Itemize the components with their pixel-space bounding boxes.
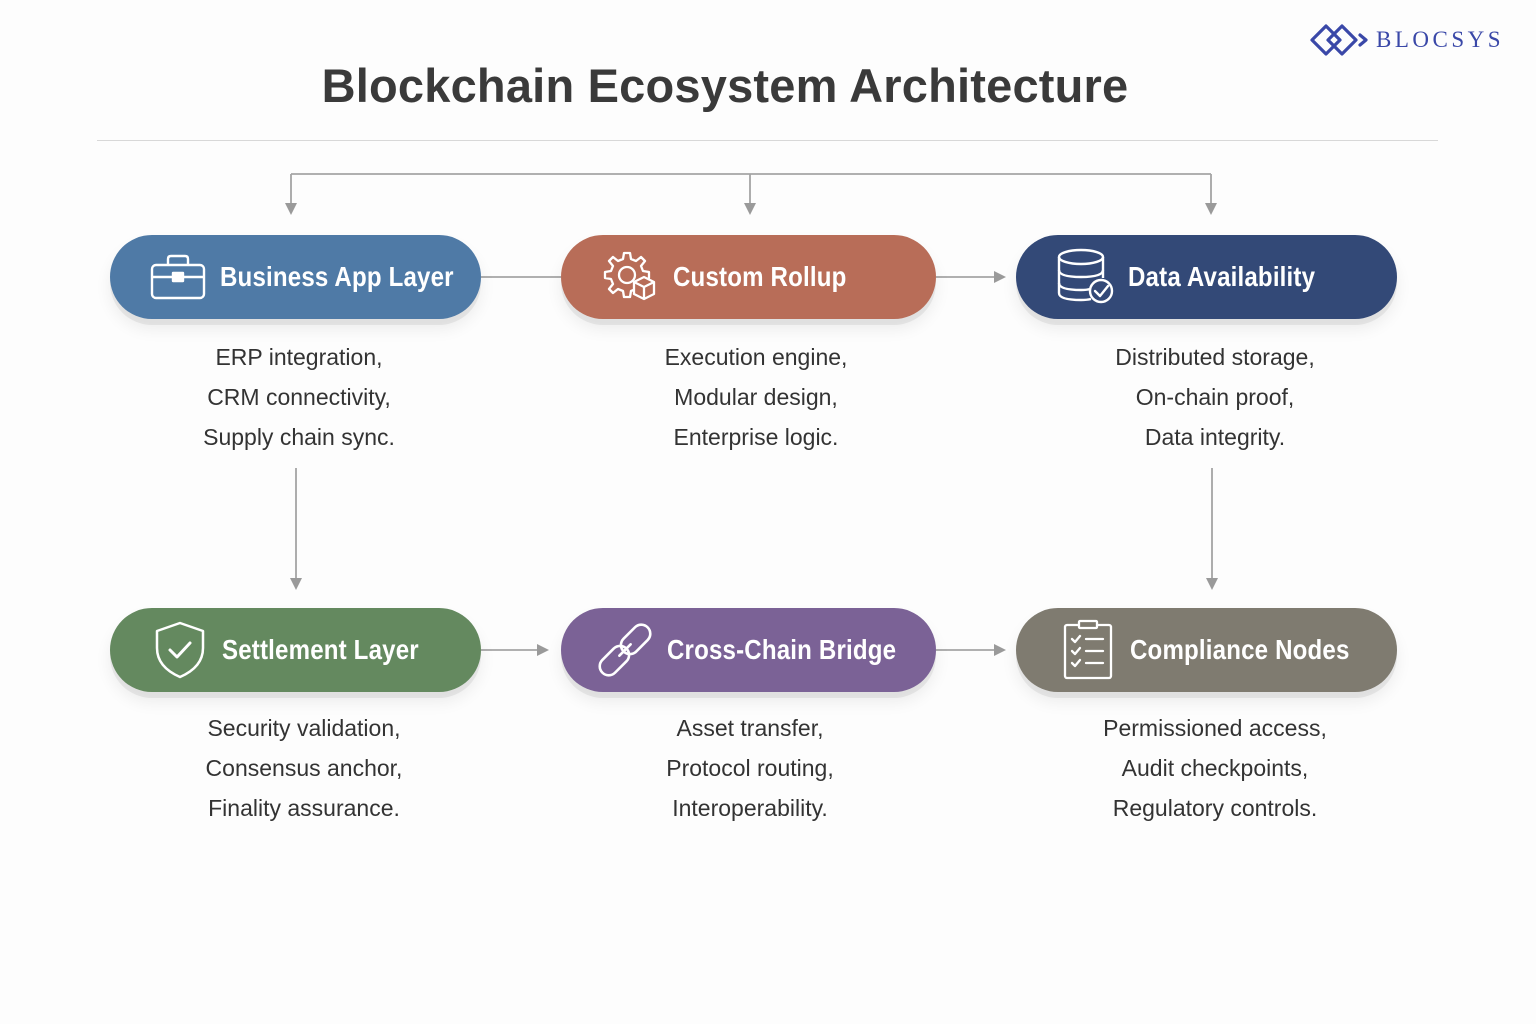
node-label: Data Availability bbox=[1128, 261, 1316, 292]
description-line: Modular design, bbox=[674, 384, 838, 410]
brand-name: BLOCSYS bbox=[1376, 27, 1505, 52]
description-line: Protocol routing, bbox=[666, 755, 834, 781]
node-label: Cross-Chain Bridge bbox=[667, 634, 897, 665]
node-description: ERP integration, CRM connectivity, Suppl… bbox=[109, 337, 489, 457]
description-line: Interoperability. bbox=[672, 795, 828, 821]
chain-link-icon bbox=[593, 618, 657, 682]
node-description: Permissioned access, Audit checkpoints, … bbox=[1025, 708, 1405, 828]
page-title: Blockchain Ecosystem Architecture bbox=[321, 59, 1129, 112]
description-line: Distributed storage, bbox=[1115, 344, 1315, 370]
description-line: Consensus anchor, bbox=[205, 755, 403, 781]
blocsys-logo-icon bbox=[1310, 24, 1368, 56]
node-description: Asset transfer, Protocol routing, Intero… bbox=[560, 708, 940, 828]
node-label: Custom Rollup bbox=[673, 261, 847, 292]
node-description: Execution engine, Modular design, Enterp… bbox=[566, 337, 946, 457]
node-description: Security validation, Consensus anchor, F… bbox=[114, 708, 494, 828]
description-line: ERP integration, bbox=[215, 344, 383, 370]
node-custom-rollup[interactable]: Custom Rollup bbox=[561, 235, 936, 319]
description-line: Regulatory controls. bbox=[1112, 795, 1318, 821]
gear-cube-icon bbox=[599, 245, 663, 309]
description-line: On-chain proof, bbox=[1135, 384, 1295, 410]
description-line: Finality assurance. bbox=[208, 795, 400, 821]
node-label: Business App Layer bbox=[220, 261, 454, 292]
description-line: Data integrity. bbox=[1144, 424, 1286, 450]
description-line: CRM connectivity, bbox=[207, 384, 391, 410]
node-data-availability[interactable]: Data Availability bbox=[1016, 235, 1397, 319]
node-settlement-layer[interactable]: Settlement Layer bbox=[110, 608, 481, 692]
description-line: Permissioned access, bbox=[1103, 715, 1327, 741]
node-description: Distributed storage, On-chain proof, Dat… bbox=[1025, 337, 1405, 457]
node-compliance-nodes[interactable]: Compliance Nodes bbox=[1016, 608, 1397, 692]
node-label: Settlement Layer bbox=[222, 634, 419, 665]
description-line: Supply chain sync. bbox=[203, 424, 395, 450]
description-line: Security validation, bbox=[207, 715, 401, 741]
description-line: Enterprise logic. bbox=[673, 424, 839, 450]
description-line: Asset transfer, bbox=[676, 715, 824, 741]
description-line: Execution engine, bbox=[664, 344, 848, 370]
node-business-app-layer[interactable]: Business App Layer bbox=[110, 235, 481, 319]
node-cross-chain-bridge[interactable]: Cross-Chain Bridge bbox=[561, 608, 936, 692]
database-check-icon bbox=[1054, 245, 1118, 309]
brand-logo: BLOCSYS bbox=[1308, 18, 1508, 62]
shield-check-icon bbox=[148, 618, 212, 682]
briefcase-icon bbox=[146, 245, 210, 309]
node-label: Compliance Nodes bbox=[1130, 634, 1350, 665]
title-divider bbox=[97, 140, 1438, 141]
description-line: Audit checkpoints, bbox=[1121, 755, 1309, 781]
checklist-icon bbox=[1056, 618, 1120, 682]
